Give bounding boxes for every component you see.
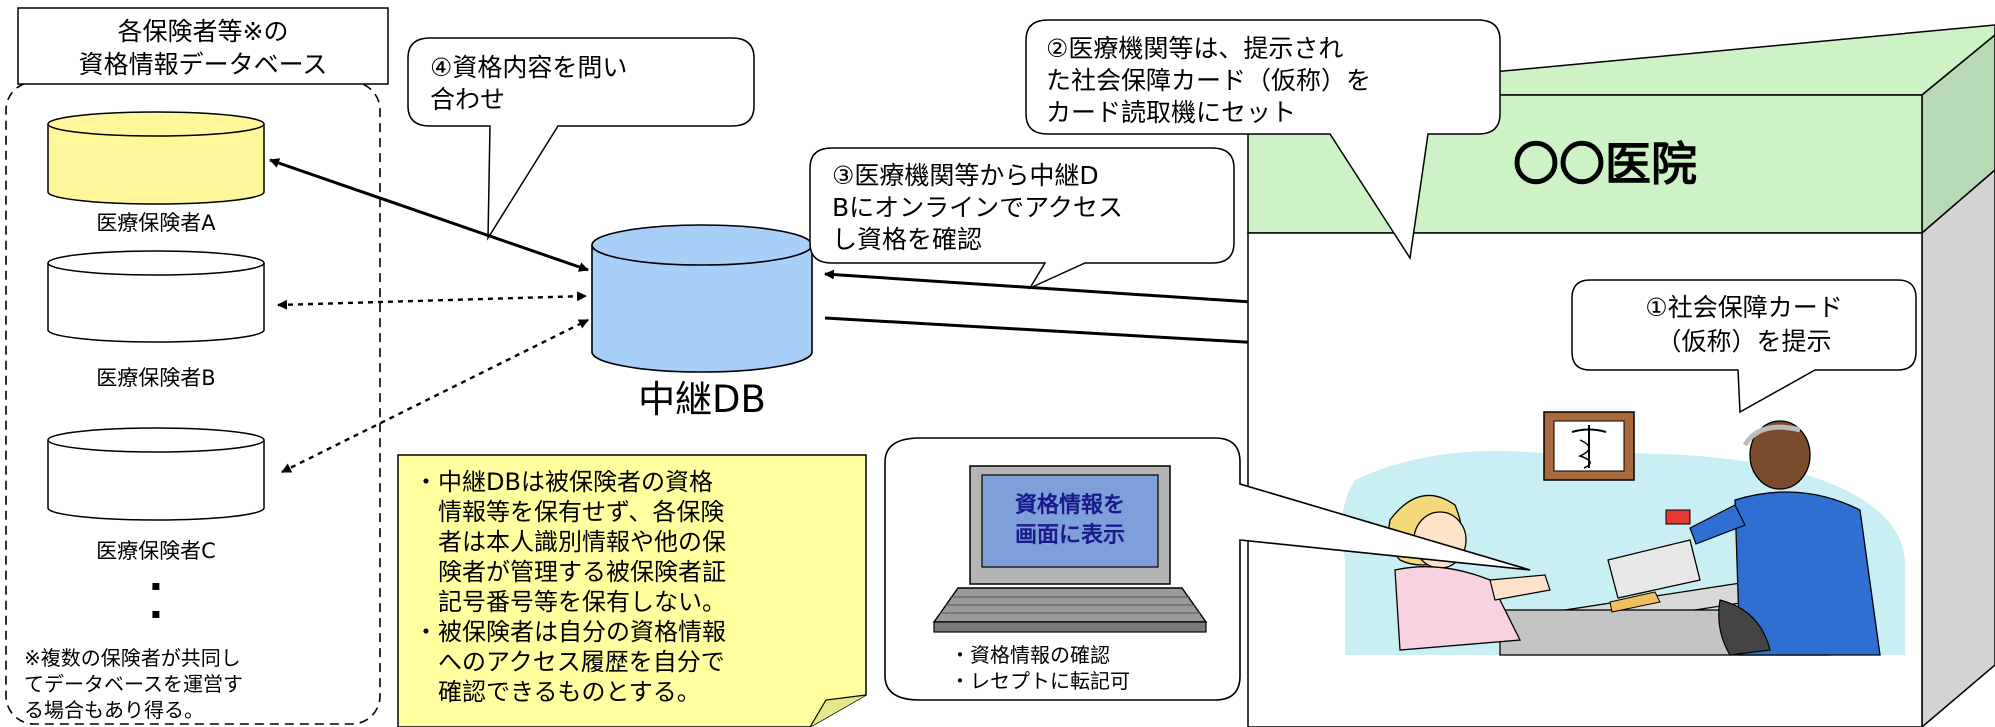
insurer-panel-title-line2: 資格情報データベース bbox=[79, 50, 328, 79]
arrow-relay-db-insurer-c bbox=[281, 318, 589, 474]
callout-step2: ②医療機関等は、提示され た社会保障カード（仮称）を カード読取機にセット bbox=[1025, 19, 1501, 261]
laptop-screen-line1: 資格情報を bbox=[1015, 492, 1125, 518]
note-line-2: 情報等を保有せず、各保険 bbox=[414, 498, 724, 526]
insurer-panel-title-line1: 各保険者等※の bbox=[118, 17, 289, 46]
relay-db-body bbox=[591, 245, 813, 373]
insurer-footnote-line2: てデータベースを運営す bbox=[24, 672, 243, 696]
insurer-db-c bbox=[47, 427, 265, 521]
note-box: ・中継DBは被保険者の資格 情報等を保有せず、各保険 者は本人識別情報や他の保 … bbox=[397, 454, 867, 727]
relay-db-top bbox=[591, 224, 813, 266]
callout-step1-line2: （仮称）を提示 bbox=[1656, 327, 1831, 356]
note-line-3: 者は本人識別情報や他の保 bbox=[414, 528, 726, 556]
laptop-callout: 資格情報を 画面に表示 ・資格情報の確認 ・レセプトに転記可 bbox=[884, 437, 1531, 701]
insurer-db-c-body bbox=[47, 440, 265, 521]
relay-db-label: 中継DB bbox=[638, 378, 766, 421]
laptop-icon: 資格情報を 画面に表示 bbox=[932, 465, 1208, 633]
laptop-screen-line2: 画面に表示 bbox=[1015, 523, 1125, 548]
callout-step2-line1: ②医療機関等は、提示され bbox=[1046, 34, 1343, 63]
clinic-side-lower bbox=[1921, 169, 1995, 727]
relay-db: 中継DB bbox=[591, 224, 813, 421]
insurer-footnote-line3: る場合もあり得る。 bbox=[24, 698, 204, 722]
callout-step3: ③医療機関等から中継D Bにオンラインでアクセス し資格を確認 bbox=[809, 147, 1235, 290]
callout-step3-shape bbox=[809, 147, 1235, 290]
insurer-panel-title-box bbox=[17, 7, 389, 85]
callout-step4-line2: 合わせ bbox=[430, 85, 505, 114]
insurer-db-b bbox=[47, 250, 265, 343]
callout-step2-line3: カード読取機にセット bbox=[1046, 98, 1296, 127]
callout-step2-line2: た社会保障カード（仮称）を bbox=[1046, 66, 1371, 95]
insurer-db-b-label: 医療保険者B bbox=[96, 366, 215, 390]
insurer-db-a-body bbox=[47, 124, 265, 205]
callout-step3-line2: Bにオンラインでアクセス bbox=[832, 193, 1123, 222]
callout-step1: ①社会保障カード （仮称）を提示 bbox=[1571, 279, 1917, 414]
patient-figure bbox=[1665, 420, 1881, 656]
note-line-5: 記号番号等を保有しない。 bbox=[414, 588, 726, 616]
laptop-caption-line1: ・資格情報の確認 bbox=[950, 643, 1110, 667]
ellipsis-dot-2: ▪ bbox=[151, 606, 161, 622]
callout-step1-shape bbox=[1571, 279, 1917, 414]
insurer-db-a-label: 医療保険者A bbox=[96, 211, 216, 235]
caduceus-picture bbox=[1543, 411, 1635, 481]
insurer-db-b-top bbox=[47, 250, 265, 276]
laptop-screen bbox=[981, 474, 1159, 568]
note-line-6: ・被保険者は自分の資格情報 bbox=[414, 618, 726, 646]
note-line-7: へのアクセス履歴を自分で bbox=[414, 648, 725, 676]
callout-step1-line1: ①社会保障カード bbox=[1645, 293, 1842, 322]
ellipsis-dot-1: ▪ bbox=[151, 578, 161, 594]
insurer-db-a bbox=[47, 111, 265, 205]
insurer-footnote-line1: ※複数の保険者が共同し bbox=[24, 646, 241, 670]
name-plate bbox=[1609, 591, 1661, 613]
callout-step3-line3: し資格を確認 bbox=[832, 225, 982, 254]
note-line-4: 険者が管理する被保険者証 bbox=[414, 558, 726, 586]
insurer-db-c-top bbox=[47, 427, 265, 453]
insurer-db-b-body bbox=[47, 263, 265, 343]
callout-step4: ④資格内容を問い 合わせ bbox=[407, 37, 755, 241]
callout-step4-line1: ④資格内容を問い bbox=[430, 53, 627, 82]
arrow-relay-db-insurer-b bbox=[277, 291, 587, 310]
arrow-relay-db-insurer-a bbox=[269, 158, 589, 272]
insurer-db-c-label: 医療保険者C bbox=[96, 539, 216, 563]
arrow-relay-db-to-clinic bbox=[824, 316, 1298, 350]
reception-scene bbox=[1341, 411, 1905, 656]
note-line-8: 確認できるものとする。 bbox=[414, 678, 701, 706]
clinic-sign-text: 〇〇医院 bbox=[1513, 137, 1697, 191]
note-line-1: ・中継DBは被保険者の資格 bbox=[414, 468, 713, 496]
callout-step3-line1: ③医療機関等から中継D bbox=[832, 161, 1099, 190]
insurer-db-panel: 各保険者等※の 資格情報データベース 医療保険者A 医療保険者B 医療保険者C … bbox=[5, 7, 389, 725]
laptop-base bbox=[933, 621, 1207, 633]
connection-arrows bbox=[269, 158, 1298, 474]
card-reader bbox=[1607, 539, 1701, 599]
insurer-db-a-top bbox=[47, 111, 265, 137]
arrow-clinic-to-relay-db bbox=[824, 269, 1298, 307]
note-box-fold bbox=[809, 694, 867, 727]
callout-step2-shape bbox=[1025, 19, 1501, 261]
laptop-caption-line2: ・レセプトに転記可 bbox=[950, 669, 1130, 693]
